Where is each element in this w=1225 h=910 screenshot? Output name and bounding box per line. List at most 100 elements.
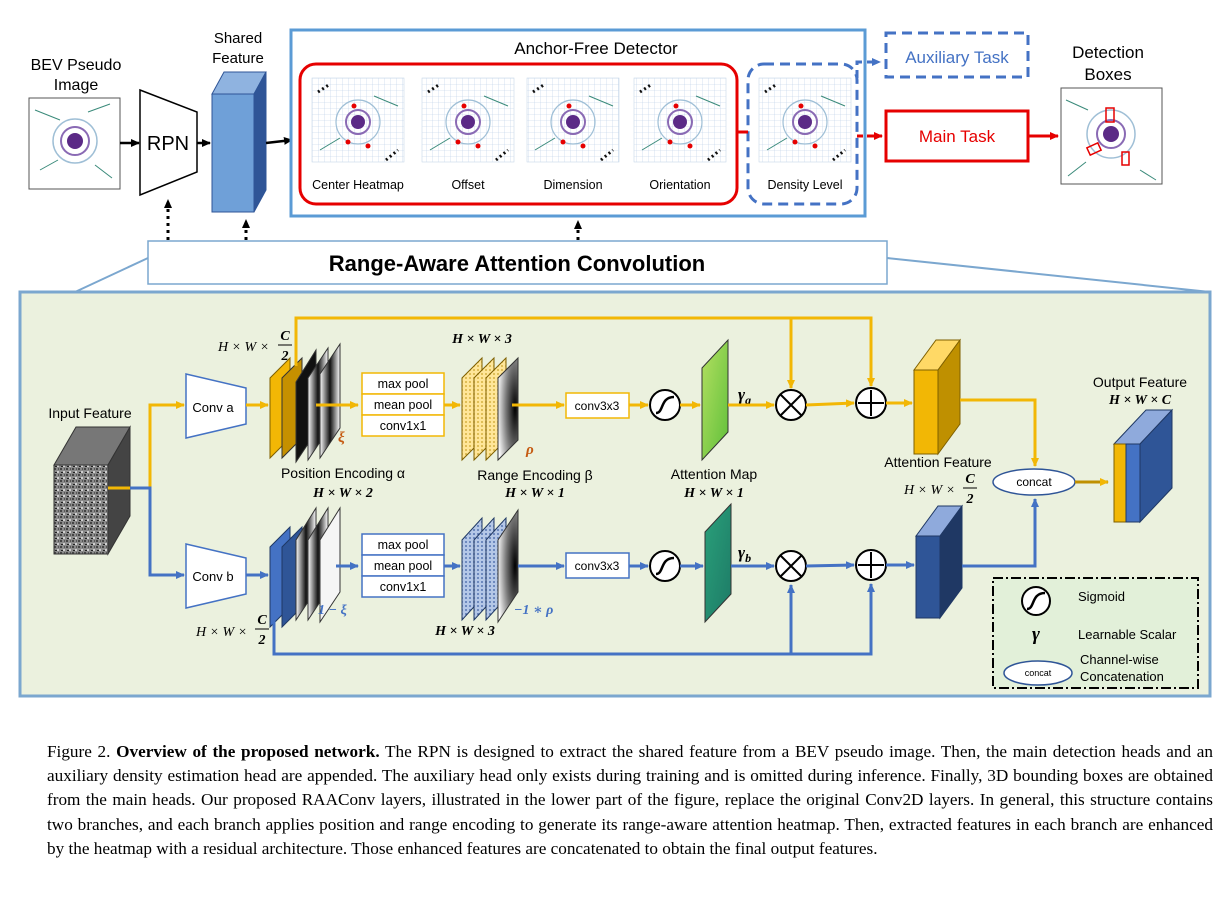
aux-task-box bbox=[884, 31, 1030, 79]
dim-attention-map: H × W × 1 bbox=[683, 486, 744, 501]
conv3x3-b-label: conv3x3 bbox=[575, 559, 620, 573]
range-encoding-stack-a bbox=[461, 356, 519, 462]
legend-gamma-symbol: γ bbox=[1032, 624, 1040, 645]
attfeat-b-to-concat bbox=[962, 498, 1039, 568]
attfeat-a-to-concat bbox=[960, 398, 1039, 467]
head-orientation: Orientation bbox=[633, 77, 727, 192]
bev-input-label-2: Image bbox=[54, 77, 99, 94]
skip-b-bottom bbox=[272, 583, 875, 656]
legend-concat-label: Channel-wise bbox=[1080, 652, 1159, 667]
dim-conv-a-out: H × W × C 2 bbox=[217, 329, 292, 364]
output-label-2: Boxes bbox=[1084, 65, 1131, 84]
conv3x3-a-box bbox=[565, 392, 630, 419]
input-feature-label: Input Feature bbox=[48, 405, 131, 421]
svg-text:2: 2 bbox=[966, 492, 974, 507]
attention-feature-b-block bbox=[915, 504, 963, 620]
detection-heads: Center Heatmap Offset Dimension Orientation… bbox=[311, 77, 852, 192]
legend-sigmoid-label: Sigmoid bbox=[1078, 589, 1125, 604]
head-label: Density Level bbox=[767, 178, 842, 192]
svg-text:H × W ×: H × W × bbox=[903, 483, 955, 498]
conv-a-block bbox=[185, 373, 247, 439]
pool-op-label: conv1x1 bbox=[380, 580, 427, 594]
mul-to-add-b bbox=[805, 561, 855, 570]
multiply-b-icon bbox=[775, 550, 807, 582]
add-a-icon bbox=[855, 387, 887, 419]
detection-boxes-image bbox=[1060, 87, 1163, 185]
dim-conv-b-out: H × W × C 2 bbox=[195, 613, 269, 648]
caption-body: The RPN is designed to extract the share… bbox=[47, 742, 1213, 858]
caption-bold: Overview of the proposed network. bbox=[116, 742, 380, 761]
conv-a-label: Conv a bbox=[192, 400, 234, 415]
dim-range-b: H × W × 3 bbox=[434, 624, 495, 639]
legend-concat-ellipse bbox=[1003, 660, 1073, 686]
head-dimension: Dimension bbox=[526, 77, 620, 192]
bev-input-label: BEV Pseudo bbox=[31, 57, 122, 74]
svg-text:C: C bbox=[965, 472, 975, 487]
attention-feature-label: Attention Feature bbox=[884, 454, 992, 470]
output-feature-block bbox=[1112, 408, 1174, 524]
head-offset: Offset bbox=[421, 77, 515, 192]
position-encoding-stack-b bbox=[269, 506, 341, 629]
aux-head-group bbox=[746, 62, 859, 206]
pool-op-label: max pool bbox=[378, 377, 429, 391]
zoom-line-right bbox=[886, 257, 1211, 293]
mul-to-add-a bbox=[805, 399, 855, 408]
svg-text:C: C bbox=[257, 613, 267, 628]
main-heads-group bbox=[298, 62, 739, 206]
pool-op-label: max pool bbox=[378, 538, 429, 552]
multiply-a-icon bbox=[775, 389, 807, 421]
svg-text:C: C bbox=[280, 329, 290, 344]
pool-op-label: conv1x1 bbox=[380, 419, 427, 433]
dim-position-encoding: H × W × 2 bbox=[312, 486, 373, 501]
xi-label: ξ bbox=[338, 430, 345, 446]
attention-map-b bbox=[704, 502, 732, 624]
pool-op-box bbox=[361, 575, 445, 598]
detector-title: Anchor-Free Detector bbox=[514, 39, 678, 58]
range-encoding-label: Range Encoding β bbox=[477, 467, 592, 483]
input-to-conv-b bbox=[130, 486, 185, 579]
caption-prefix: Figure 2. bbox=[47, 742, 111, 761]
head-center-heatmap: Center Heatmap bbox=[311, 77, 405, 192]
zoom-line-left bbox=[74, 257, 149, 293]
input-feature-block bbox=[53, 425, 131, 556]
skip-a-top bbox=[294, 316, 875, 387]
figure-caption: Figure 2. Overview of the proposed netwo… bbox=[47, 740, 1213, 861]
position-encoding-label: Position Encoding α bbox=[281, 465, 405, 481]
main-task-label: Main Task bbox=[919, 127, 996, 146]
conv3x3-a-label: conv3x3 bbox=[575, 399, 620, 413]
sigmoid-a-icon bbox=[649, 389, 681, 421]
head-label: Center Heatmap bbox=[312, 178, 404, 192]
attention-map-a bbox=[701, 338, 729, 462]
gamma-b-label: γb bbox=[738, 543, 751, 565]
output-feature-label: Output Feature bbox=[1093, 374, 1187, 390]
attention-feature-a-block bbox=[913, 338, 961, 456]
neg-rho-label: −1 ∗ ρ bbox=[514, 603, 553, 618]
one-minus-xi-label: 1 − ξ bbox=[318, 603, 347, 618]
position-encoding-stack-a bbox=[269, 342, 341, 464]
head-label: Dimension bbox=[543, 178, 602, 192]
svg-text:2: 2 bbox=[258, 633, 266, 648]
raa-banner-title: Range-Aware Attention Convolution bbox=[329, 251, 705, 276]
raa-banner bbox=[147, 240, 888, 285]
conv-b-block bbox=[185, 543, 247, 609]
shared-feature-block bbox=[211, 71, 267, 213]
dim-output-feature: H × W × C bbox=[1108, 393, 1172, 408]
legend-concat-label-2: Concatenation bbox=[1080, 669, 1164, 684]
dim-range-out: H × W × 1 bbox=[504, 486, 565, 501]
pool-op-box bbox=[361, 414, 445, 437]
legend-sigmoid-icon bbox=[1021, 586, 1051, 616]
conv-b-label: Conv b bbox=[192, 569, 233, 584]
arrow-shared-detector bbox=[265, 136, 293, 145]
attention-map-label: Attention Map bbox=[671, 466, 758, 482]
shared-feature-label-2: Feature bbox=[212, 50, 264, 67]
rpn-block bbox=[139, 88, 198, 197]
svg-text:H × W ×: H × W × bbox=[217, 340, 269, 355]
legend-concat-symbol: concat bbox=[1025, 668, 1052, 678]
gamma-a-label: γa bbox=[738, 385, 751, 407]
head-label: Offset bbox=[451, 178, 485, 192]
sigmoid-b-icon bbox=[649, 550, 681, 582]
dim-attention-feature: H × W × C 2 bbox=[903, 472, 977, 507]
bev-pseudo-image bbox=[28, 97, 121, 190]
rho-label: ρ bbox=[525, 442, 534, 458]
